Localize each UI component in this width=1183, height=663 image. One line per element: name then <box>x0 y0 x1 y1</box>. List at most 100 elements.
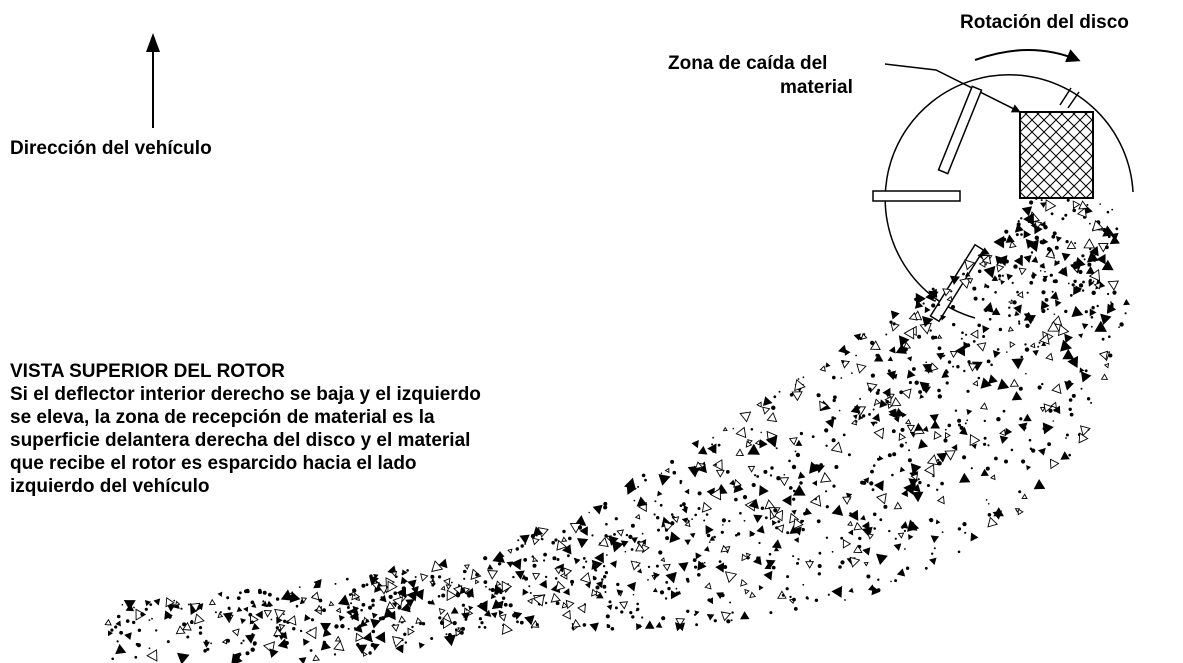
material-particle <box>562 529 566 534</box>
material-particle <box>944 428 947 431</box>
material-particle <box>401 569 408 576</box>
material-particle <box>1092 280 1095 283</box>
material-particle <box>870 340 875 345</box>
material-particle <box>868 413 871 416</box>
material-particle <box>1054 299 1062 307</box>
material-particle <box>778 477 790 487</box>
material-particle <box>797 471 806 479</box>
material-particle <box>1014 223 1024 233</box>
material-particle <box>582 623 587 627</box>
material-particle <box>929 557 937 565</box>
material-particle <box>1079 425 1091 437</box>
material-particle <box>911 483 921 493</box>
material-particle <box>861 521 870 531</box>
material-particle <box>888 529 891 533</box>
material-particle <box>595 585 600 590</box>
material-particle <box>571 626 575 630</box>
material-particle <box>918 390 922 394</box>
material-particle <box>210 642 213 645</box>
material-particle <box>421 622 426 626</box>
material-particle <box>278 623 286 631</box>
material-particle <box>951 444 958 451</box>
material-particle <box>771 539 782 549</box>
material-particle <box>153 598 161 606</box>
material-particle <box>1021 493 1028 499</box>
material-particle <box>792 597 796 602</box>
material-particle <box>992 350 1001 359</box>
material-particle <box>1010 448 1014 452</box>
material-particle <box>1015 233 1019 237</box>
material-particle <box>1005 234 1015 243</box>
material-particle <box>885 400 890 404</box>
material-particle <box>951 305 955 309</box>
material-particle <box>683 505 689 511</box>
material-particle <box>972 286 977 291</box>
material-particle <box>641 473 646 478</box>
material-particle <box>1060 339 1073 352</box>
material-particle <box>1089 247 1092 251</box>
material-particle <box>121 603 124 606</box>
material-particle <box>684 539 691 546</box>
material-particle <box>966 409 973 416</box>
material-particle <box>1029 342 1036 349</box>
material-particle <box>391 601 398 608</box>
material-particle <box>755 515 758 518</box>
material-particle <box>802 583 805 586</box>
material-particle <box>1041 290 1046 295</box>
material-particle <box>461 603 465 607</box>
material-particle <box>1039 202 1047 208</box>
material-particle <box>840 377 843 379</box>
material-particle <box>947 423 952 428</box>
material-particle <box>275 626 279 630</box>
material-particle <box>312 654 321 662</box>
material-particle <box>1045 199 1057 212</box>
material-particle <box>219 611 222 614</box>
material-particle <box>1090 325 1093 328</box>
material-particle <box>697 491 702 496</box>
material-particle <box>1078 283 1084 288</box>
material-particle <box>636 496 648 507</box>
material-particle <box>967 360 971 364</box>
material-particle <box>744 588 750 595</box>
material-particle <box>355 632 364 643</box>
material-particle <box>701 562 704 565</box>
material-particle <box>876 588 881 592</box>
material-particle <box>1080 387 1083 390</box>
material-particle <box>722 524 724 526</box>
material-particle <box>1069 412 1074 417</box>
material-particle <box>952 365 955 368</box>
material-particle <box>497 562 502 566</box>
material-particle <box>1050 291 1059 300</box>
material-particle <box>371 582 380 590</box>
material-particle <box>132 620 136 625</box>
material-particle <box>326 644 328 647</box>
material-particle <box>387 610 396 621</box>
material-particle <box>772 509 784 522</box>
material-particle <box>715 463 717 466</box>
material-particle <box>904 492 908 496</box>
material-particle <box>322 608 326 613</box>
material-particle <box>438 608 446 616</box>
material-particle <box>891 473 894 477</box>
material-particle <box>198 631 203 635</box>
material-particle <box>962 455 967 460</box>
material-particle <box>1020 217 1023 220</box>
material-particle <box>759 485 769 496</box>
material-particle <box>970 467 973 470</box>
material-particle <box>831 550 834 553</box>
material-particle <box>962 522 967 527</box>
material-particle <box>861 414 866 418</box>
material-particle <box>1071 305 1084 318</box>
material-particle <box>1089 222 1091 225</box>
material-particle <box>887 453 892 458</box>
material-particle <box>1034 220 1043 229</box>
material-particle <box>604 591 607 593</box>
material-particle <box>711 448 716 453</box>
material-particle <box>936 452 948 463</box>
material-particle <box>490 612 498 619</box>
material-particle <box>722 426 728 432</box>
material-particle <box>1044 298 1049 302</box>
material-particle <box>906 424 916 433</box>
material-particle <box>1051 290 1054 293</box>
material-particle <box>1047 442 1051 447</box>
